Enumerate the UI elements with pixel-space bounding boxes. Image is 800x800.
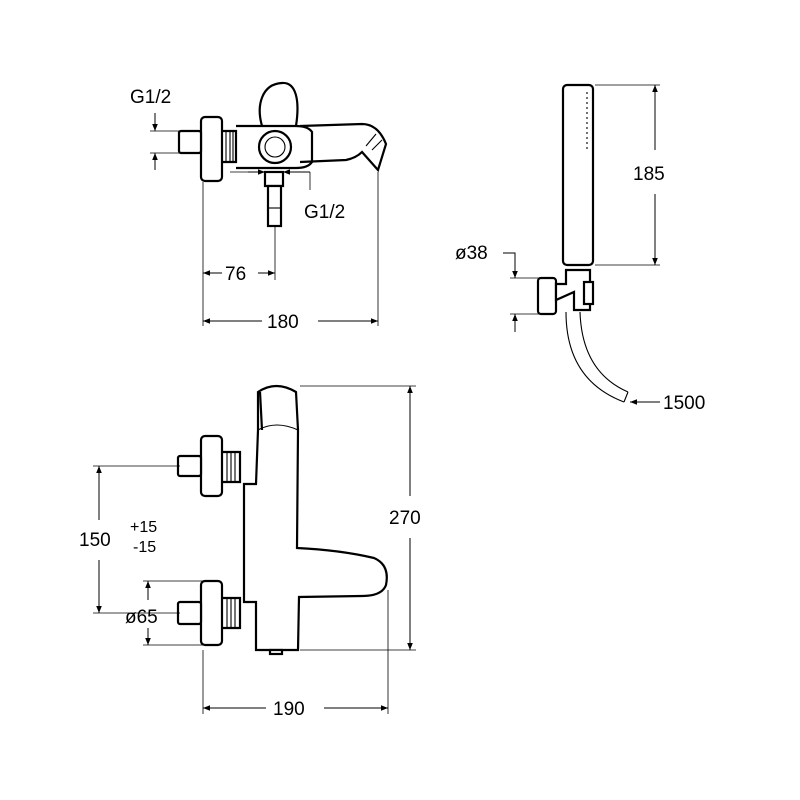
upper-rosette [199, 434, 224, 498]
dim-190: 190 [273, 699, 305, 720]
dim-1500: 1500 [663, 393, 705, 414]
mixer-outlet [268, 648, 284, 656]
outlet-stub [266, 184, 283, 228]
top-view: G1/2 G1/2 76 180 [130, 81, 388, 333]
dim-185: 185 [633, 164, 665, 185]
tolerance-plus: +15 [130, 519, 157, 536]
dim-rosette-diameter: ø65 [125, 607, 158, 628]
left-rosette [199, 115, 224, 183]
upper-inlet-stub [176, 454, 203, 478]
mixer-front-body [242, 384, 388, 652]
dim-180: 180 [267, 312, 299, 333]
lower-inlet-stub [176, 600, 203, 626]
outlet-thread-label: G1/2 [304, 202, 345, 223]
spout [299, 122, 388, 173]
dim-150: 150 [79, 530, 111, 551]
holder-rosette [536, 276, 558, 316]
shower-hose [565, 311, 625, 403]
holder-bracket [554, 268, 592, 312]
outlet-connector [263, 170, 285, 188]
hand-shower-view: 185 ø38 1500 [455, 83, 705, 414]
dim-holder-diameter: ø38 [455, 243, 488, 264]
handset [561, 83, 595, 267]
inlet-thread-label: G1/2 [130, 87, 171, 108]
tolerance-minus: -15 [133, 539, 156, 556]
inlet-nut [222, 129, 238, 164]
lever-handle [258, 81, 299, 127]
dim-76: 76 [225, 264, 246, 285]
front-view: 150 +15 -15 ø65 270 190 [79, 384, 421, 720]
dim-270: 270 [389, 508, 421, 529]
lower-rosette [199, 579, 224, 647]
diverter-outlet [257, 129, 293, 165]
inlet-stub [177, 129, 203, 155]
